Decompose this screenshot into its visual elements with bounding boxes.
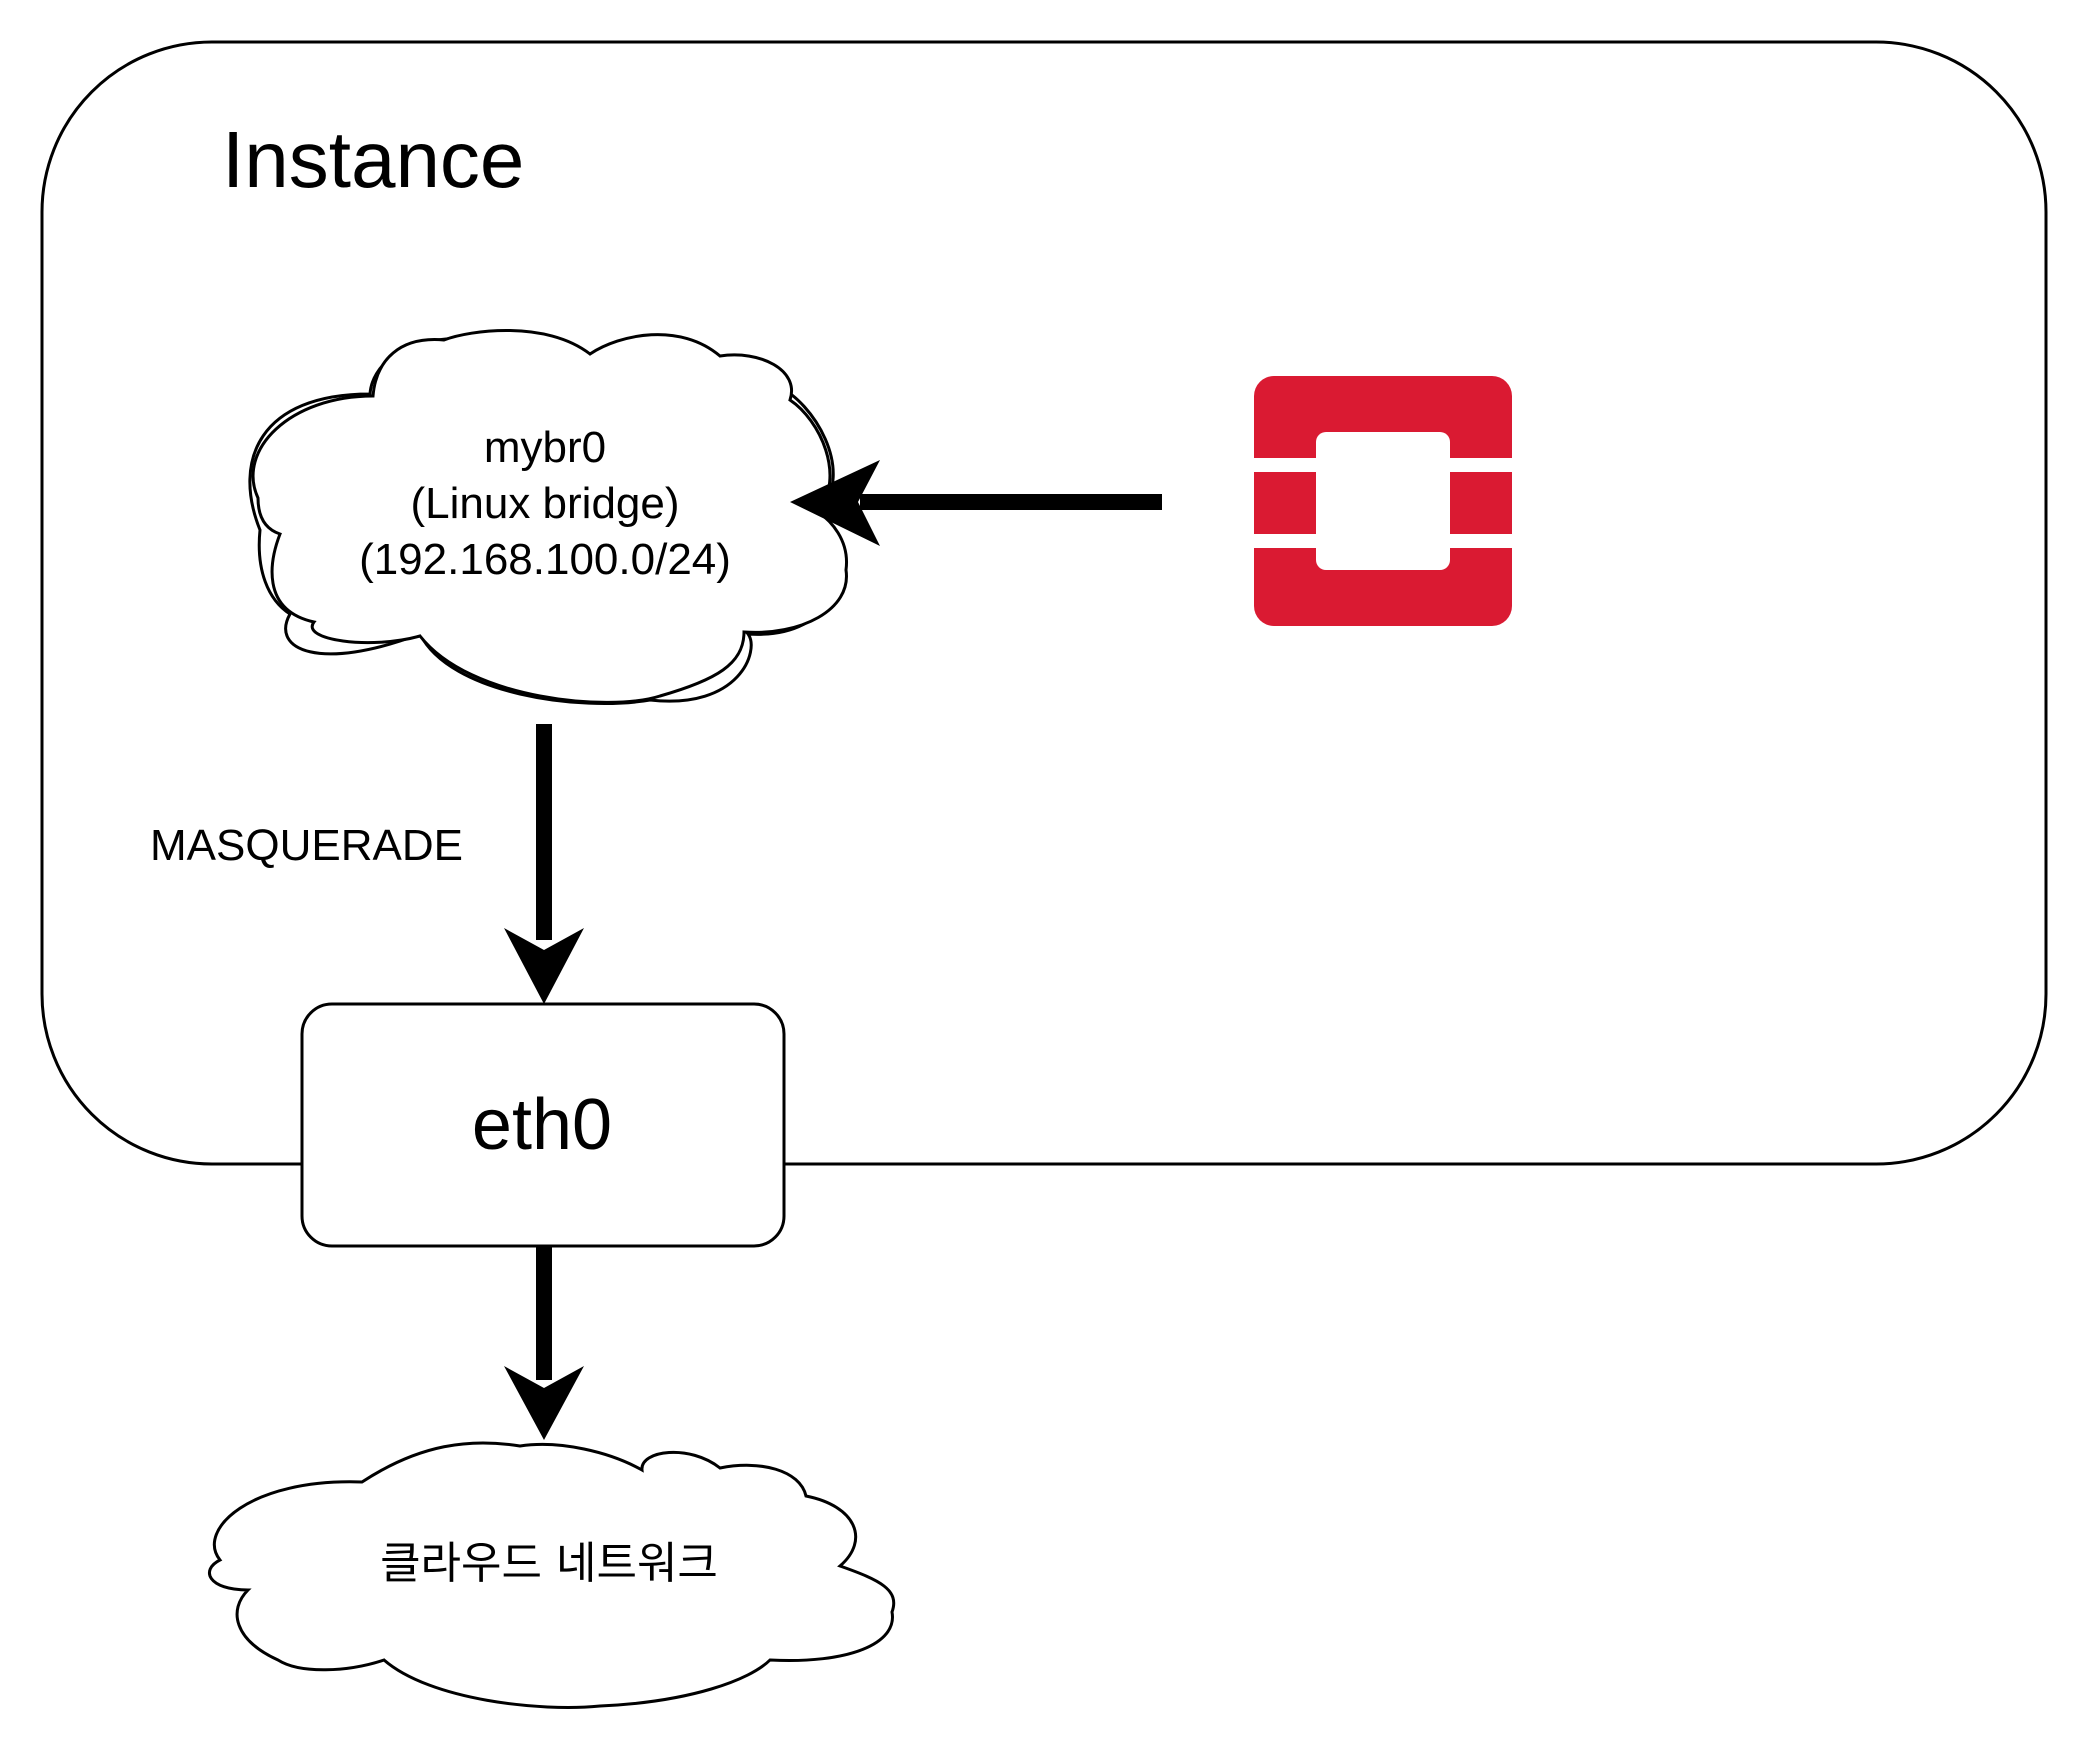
masquerade-label: MASQUERADE (150, 821, 463, 870)
eth0-to-network-arrow (504, 1246, 584, 1440)
bridge-cloud-outline (251, 328, 848, 704)
bridge-to-eth0-arrow (504, 724, 584, 1004)
cloud-network-label: 클라우드 네트워크 (380, 1538, 718, 1589)
bridge-name: mybr0 (483, 423, 607, 472)
network-cloud (208, 1441, 896, 1709)
logo-to-bridge-arrow (790, 460, 1162, 546)
bridge-subnet: (192.168.100.0/24) (359, 535, 731, 584)
bridge-label: mybr0 (Linux bridge) (192.168.100.0/24) (260, 420, 830, 588)
eth0-label: eth0 (471, 1085, 613, 1165)
instance-title: Instance (222, 115, 525, 204)
openstack-logo-icon (1252, 376, 1514, 626)
bridge-type: (Linux bridge) (410, 479, 680, 528)
